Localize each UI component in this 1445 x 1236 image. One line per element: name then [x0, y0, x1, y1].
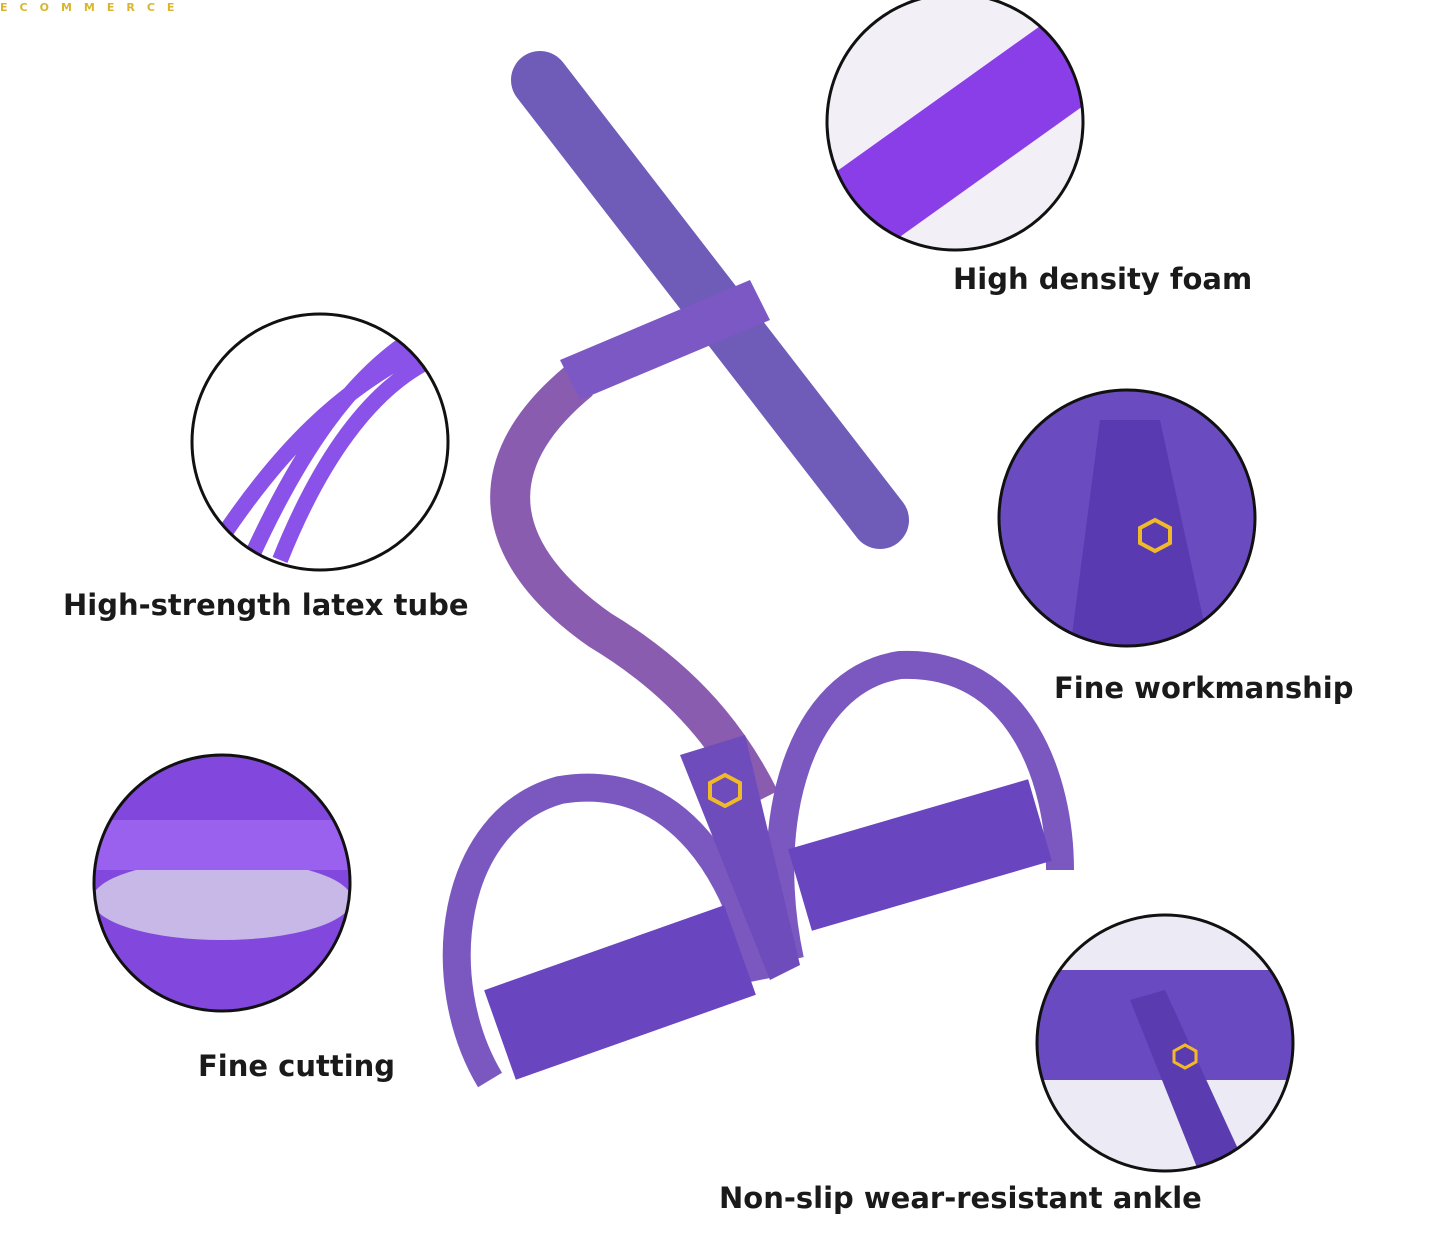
detail-foam [827, 0, 1083, 250]
feature-label-cutting: Fine cutting [198, 1049, 396, 1083]
feature-label-ankle: Non-slip wear-resistant ankle [719, 1181, 1202, 1215]
feature-label-foam: High density foam [953, 262, 1253, 296]
brand-watermark: ECOMMERCE [0, 1, 187, 14]
logo-icon [708, 772, 742, 809]
feature-label-latex-tube: High-strength latex tube [63, 588, 469, 622]
detail-latex-tube [192, 314, 448, 570]
pedal-resistance-band [442, 51, 1074, 1088]
detail-cutting [94, 755, 350, 1011]
feature-label-workmanship: Fine workmanship [1054, 671, 1354, 705]
detail-ankle [1037, 915, 1293, 1171]
detail-workmanship [999, 390, 1255, 646]
